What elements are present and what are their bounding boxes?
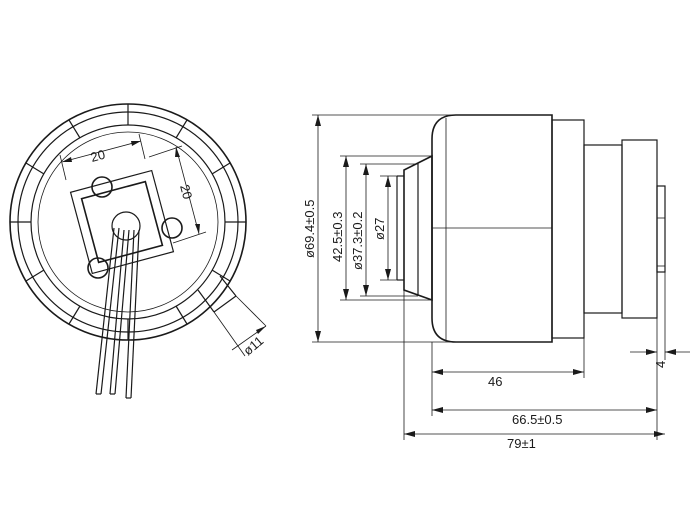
cable-boss (197, 275, 237, 313)
square-width-label: 20 (89, 147, 107, 165)
square-height-label: 20 (177, 183, 195, 201)
rear-cap (583, 144, 623, 314)
flange-diameter-dimension (340, 155, 432, 301)
end-plate (621, 139, 658, 319)
front-view: 20 20 ø11 (9, 103, 267, 399)
main-body (431, 114, 553, 343)
square-width-dimension (59, 133, 146, 181)
square-height-dimension (148, 145, 207, 244)
total-length-label: 79±1 (507, 436, 536, 451)
center-grommet (111, 211, 141, 241)
shaft-stub (656, 185, 666, 273)
side-view: ø69.4±0.5 42.5±0.3 ø37.3±0.2 ø27 (302, 114, 690, 451)
radial-ticks (10, 104, 246, 340)
mounting-hole-2 (161, 217, 183, 239)
housing-length-label: 66.5±0.5 (512, 412, 563, 427)
ring-4 (37, 131, 219, 313)
total-length-dimension (404, 431, 665, 437)
housing-length-dimension (432, 407, 657, 413)
mounting-hole-1 (91, 176, 113, 198)
rear-housing (551, 119, 585, 339)
bore-diameter-label: ø37.3±0.2 (350, 212, 365, 270)
shaft-length-label: 4 (653, 361, 668, 368)
body-length-label: 46 (488, 374, 502, 389)
flange-diameter-label: 42.5±0.3 (330, 211, 345, 262)
cable-hole-dimension (213, 295, 267, 357)
mounting-hole-3 (87, 257, 109, 279)
outer-ring (9, 103, 247, 341)
lead-wires (95, 227, 140, 399)
inner-diameter-dimension (380, 175, 397, 281)
inner-diameter-label: ø27 (372, 218, 387, 240)
bore-diameter-dimension (360, 163, 418, 297)
outer-diameter-label: ø69.4±0.5 (302, 200, 317, 258)
shaft-length-dimension (630, 349, 690, 355)
body-length-dimension (432, 369, 584, 375)
